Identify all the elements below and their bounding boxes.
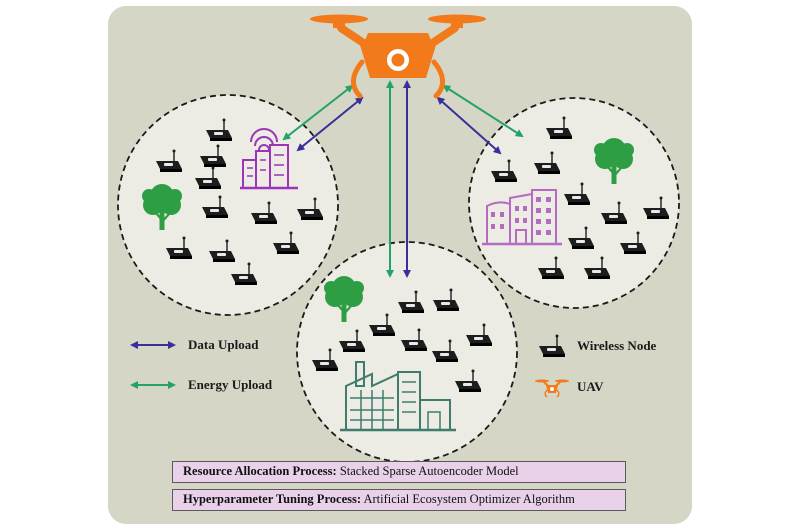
hyperparameter-tuning-title: Hyperparameter Tuning Process: [183,492,362,506]
legend-wireless-node-label: Wireless Node [577,338,657,353]
hyperparameter-tuning-detail: Artificial Ecosystem Optimizer Algorithm [363,492,575,506]
factory-icon [340,361,456,432]
resource-allocation-box: Resource Allocation Process: Stacked Spa… [172,461,626,483]
data-upload-arrows [296,80,502,278]
legend-wireless-node: Wireless Node [538,333,657,358]
legend-uav: UAV [535,379,604,398]
smart-tower-icon [240,128,298,190]
legend-energy-upload-label: Energy Upload [188,377,273,392]
hyperparameter-tuning-box: Hyperparameter Tuning Process: Artificia… [172,489,626,511]
legend-data-upload-label: Data Upload [188,337,259,352]
apartment-icon [482,189,562,246]
drone-icon [535,379,569,398]
legend-data-upload: Data Upload [130,337,259,352]
drone-icon [310,14,486,99]
legend-energy-upload: Energy Upload [130,377,273,392]
legend-uav-label: UAV [577,379,604,394]
resource-allocation-detail: Stacked Sparse Autoencoder Model [339,464,519,478]
resource-allocation-title: Resource Allocation Process: [183,464,337,478]
